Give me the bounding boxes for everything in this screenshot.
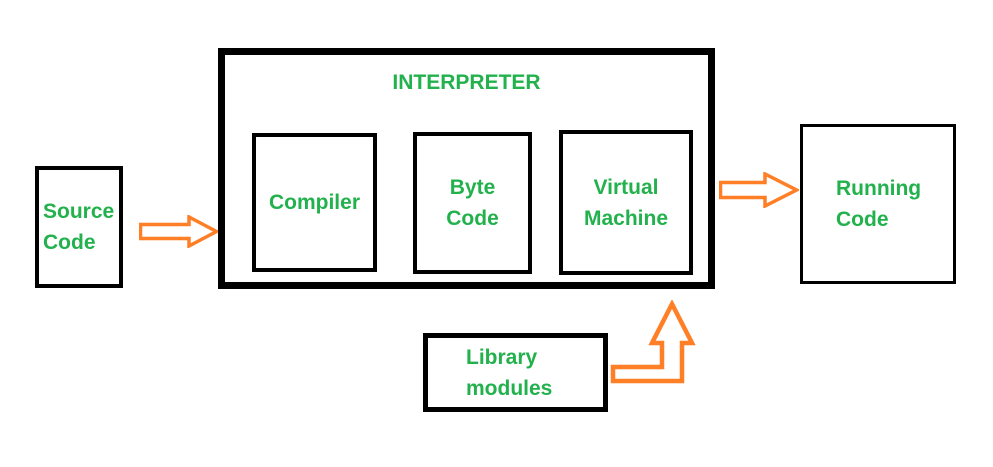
byte-code-label-line1: Byte [449,176,496,199]
source-code-label-line2: Code [43,231,96,254]
virtual-machine-label-line2: Machine [583,206,669,230]
elbow-up-arrow-icon [610,300,696,384]
interpreter-title: INTERPRETER [392,71,541,94]
library-modules-label-line1: Library [466,345,538,369]
compiler-box: Compiler [252,133,377,272]
source-code-label-line1: Source [43,200,115,223]
byte-code-box: Byte Code [413,132,532,274]
right-arrow-icon [139,215,219,248]
byte-code-label-line2: Code [446,207,499,230]
library-modules-label-line2: modules [466,376,553,400]
right-arrow-outline [139,215,219,248]
elbow-up-arrow-outline [610,300,696,384]
compiler-label: Compiler [268,191,360,214]
running-code-label-line1: Running [836,177,922,200]
interpreter-box: INTERPRETER Compiler Byte Code Virtual M… [218,48,715,289]
virtual-machine-label-line1: Virtual [593,175,659,199]
right-arrow-icon [719,172,799,208]
source-code-box: Source Code [35,166,123,288]
running-code-box: Running Code [800,124,956,284]
running-code-label-line2: Code [836,208,889,231]
library-modules-box: Library modules [423,333,608,412]
virtual-machine-box: Virtual Machine [559,130,693,275]
right-arrow-outline [719,172,799,208]
